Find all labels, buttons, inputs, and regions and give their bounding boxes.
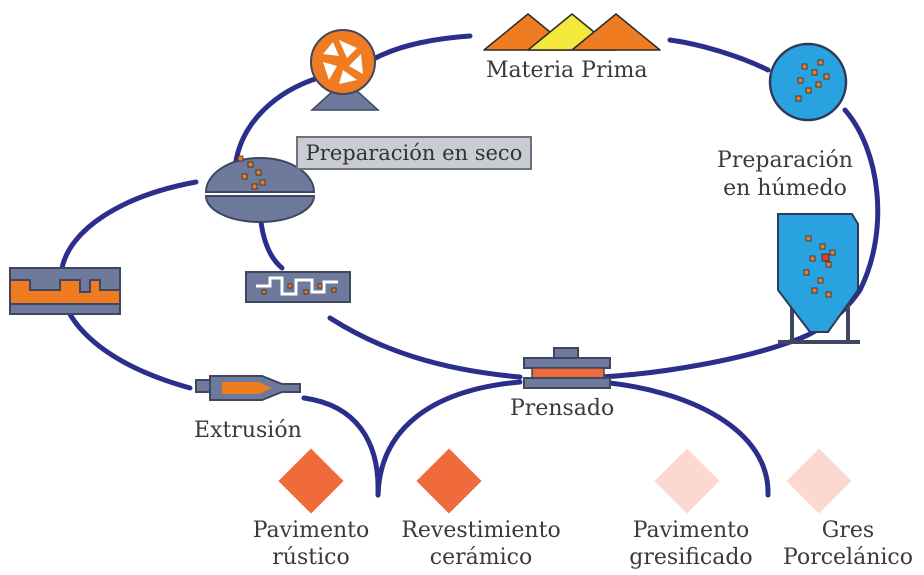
label-materia-prima: Materia Prima (486, 58, 648, 83)
mould-icon (9, 267, 121, 315)
label-preparacion-seco: Preparación en seco (296, 136, 532, 170)
label-revestimiento-1: Revestimiento (401, 518, 561, 543)
aperture-icon (310, 29, 380, 111)
tile-revestimiento-ceramico (416, 448, 482, 514)
ball-mill-icon (768, 42, 848, 122)
label-extrusion: Extrusión (194, 418, 302, 443)
product-tiles (278, 448, 852, 514)
label-porcelanico-1: Gres (821, 518, 875, 543)
tile-pavimento-rustico (278, 448, 344, 514)
tile-pavimento-gresificado (654, 448, 720, 514)
label-gresificado-1: Pavimento (632, 518, 750, 543)
label-pavimento-rustico-2: rústico (272, 545, 350, 570)
mountains-icon (483, 13, 661, 51)
cycle-lines (58, 33, 881, 498)
press-icon (523, 347, 611, 389)
tile-gres-porcelanico (786, 448, 852, 514)
silo-icon (777, 213, 860, 344)
dry-mill-icon (204, 155, 316, 223)
label-prep-humedo-2: en húmedo (723, 176, 847, 201)
label-gresificado-2: gresificado (629, 545, 753, 570)
label-prensado: Prensado (510, 396, 615, 421)
label-pavimento-rustico-1: Pavimento (252, 518, 370, 543)
granulator-icon (245, 271, 351, 303)
extruder-icon (195, 375, 301, 401)
label-revestimiento-2: cerámico (429, 545, 533, 570)
label-prep-humedo-1: Preparación (717, 148, 853, 173)
label-porcelanico-2: Porcelánico (783, 545, 913, 570)
